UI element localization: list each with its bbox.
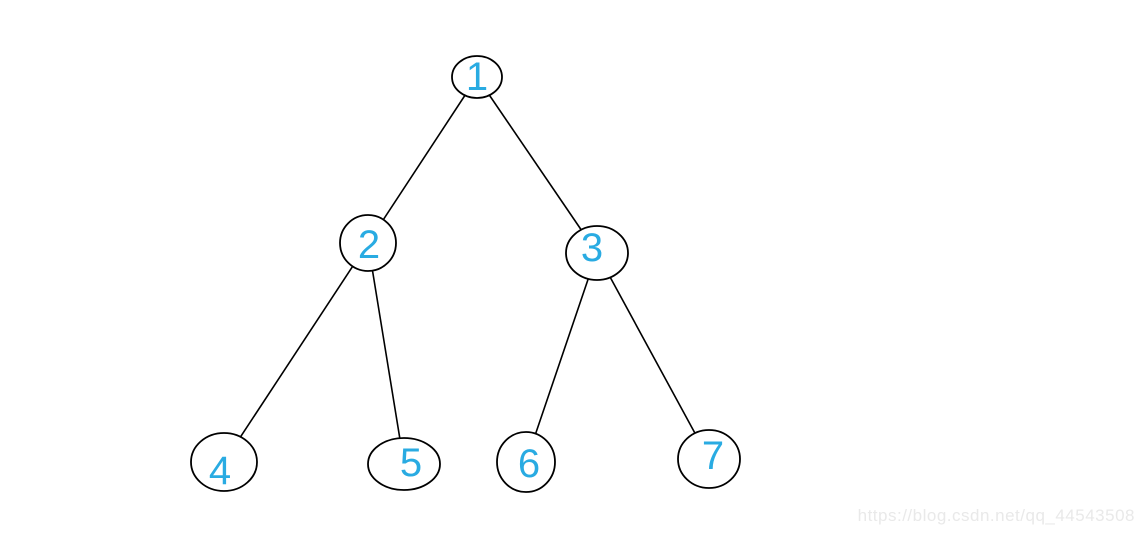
tree-edge-2-4 [223, 242, 369, 463]
tree-node-3: 3 [565, 225, 629, 281]
node-circle [367, 437, 441, 491]
tree-edge-1-2 [367, 76, 478, 244]
node-circle [339, 214, 397, 272]
tree-edge-3-6 [525, 252, 598, 463]
node-label: 7 [702, 434, 724, 478]
tree-node-7: 7 [677, 429, 741, 489]
node-label: 1 [466, 55, 488, 99]
node-label: 3 [581, 226, 603, 270]
node-circle [496, 431, 556, 493]
node-label: 5 [400, 441, 422, 485]
tree-edge-2-5 [367, 242, 405, 465]
node-circle [451, 55, 503, 99]
tree-node-6: 6 [496, 431, 556, 493]
node-circle [565, 225, 629, 281]
node-circle [190, 432, 258, 492]
tree-edge-1-3 [476, 76, 598, 254]
tree-node-5: 5 [367, 437, 441, 491]
node-label: 2 [358, 223, 380, 267]
tree-node-2: 2 [339, 214, 397, 272]
tree-edge-3-7 [596, 252, 710, 460]
watermark: https://blog.csdn.net/qq_44543508 [857, 506, 1135, 525]
tree-node-4: 4 [190, 432, 258, 493]
node-circle [677, 429, 741, 489]
node-label: 4 [209, 449, 231, 493]
tree-node-1: 1 [451, 55, 503, 99]
node-label: 6 [518, 442, 540, 486]
